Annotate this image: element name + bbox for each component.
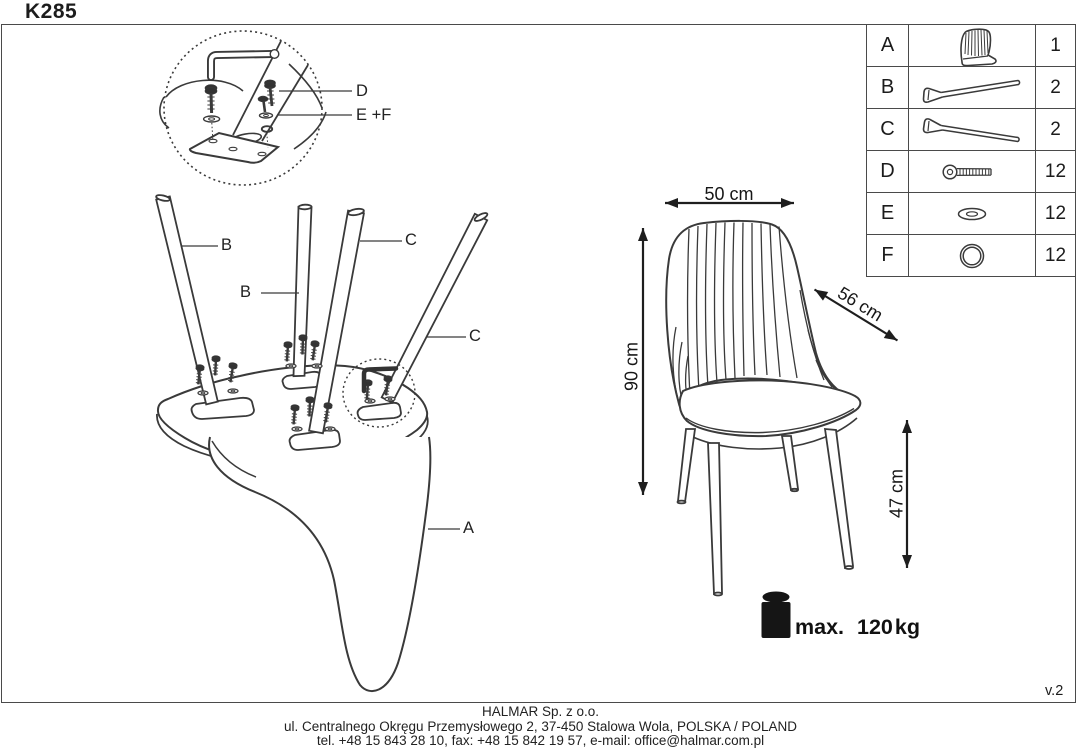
bolt-icon [204, 84, 218, 114]
weight-icon [761, 591, 791, 638]
parts-table-row-c: C 2 [867, 108, 1075, 150]
part-qty: 12 [1035, 235, 1075, 276]
detail-view [159, 30, 352, 186]
washer-icon [258, 112, 274, 119]
part-letter: E [867, 193, 909, 234]
bolt-icon [257, 95, 269, 113]
exploded-view [155, 194, 489, 693]
part-letter: C [867, 109, 909, 150]
side-view-chair [665, 219, 862, 597]
lock-ring-icon [260, 125, 274, 133]
footer: HALMAR Sp. z o.o. ul. Centralnego Okręgu… [0, 704, 1081, 749]
part-qty: 2 [1035, 67, 1075, 108]
dimension-arrows [638, 198, 912, 568]
chair-legs [155, 194, 489, 435]
parts-table-row-b: B 2 [867, 66, 1075, 108]
parts-table-row-f: F 12 [867, 234, 1075, 276]
height-dimension: 90 cm [621, 341, 642, 392]
seat-cushion [678, 379, 862, 438]
footer-contact: tel. +48 15 843 28 10, fax: +48 15 842 1… [316, 733, 765, 749]
part-qty: 12 [1035, 151, 1075, 192]
parts-table-row-e: E 12 [867, 192, 1075, 234]
page-title: K285 [25, 0, 78, 23]
backrest-shell [208, 436, 432, 693]
washer-icon [202, 115, 221, 123]
width-dimension: 50 cm [704, 184, 754, 204]
bolt-icon [909, 151, 1035, 192]
footer-address: ul. Centralnego Okręgu Przemysłowego 2, … [283, 718, 797, 734]
label-b2: B [240, 283, 252, 301]
parts-table-row-a: A 1 [867, 25, 1075, 66]
bolt-icon [264, 79, 276, 107]
label-d: D [356, 82, 368, 100]
detail-marker [342, 358, 416, 428]
part-qty: 1 [1035, 25, 1075, 66]
allen-key-icon [207, 49, 280, 81]
content-frame [1, 24, 1076, 703]
lock-ring-icon [909, 235, 1035, 276]
label-b1: B [221, 236, 233, 254]
label-c1: C [405, 231, 417, 249]
washer-icon [909, 193, 1035, 234]
label-a: A [463, 519, 475, 537]
seat-height-dimension: 47 cm [886, 468, 907, 519]
backrest-pleats [686, 222, 798, 397]
part-letter: B [867, 67, 909, 108]
chair-legs [676, 428, 854, 597]
max-load-label: max. [795, 615, 845, 639]
max-load-value: 120 [857, 615, 893, 639]
parts-table: A 1 B 2 C [866, 24, 1076, 277]
mounting-plate [188, 131, 281, 164]
leg-with-bracket-down-icon [909, 109, 1035, 150]
part-qty: 12 [1035, 193, 1075, 234]
label-c2: C [469, 327, 481, 345]
max-load-unit: kg [894, 615, 920, 639]
leg-with-bracket-up-icon [909, 67, 1035, 108]
label-ef: E +F [356, 106, 392, 124]
depth-arrow [813, 288, 899, 342]
allen-key-icon [361, 366, 399, 394]
parts-table-row-d: D 12 [867, 150, 1075, 192]
part-letter: A [867, 25, 909, 66]
part-letter: F [867, 235, 909, 276]
footer-company: HALMAR Sp. z o.o. [481, 704, 600, 719]
version-label: v.2 [1045, 683, 1064, 699]
part-letter: D [867, 151, 909, 192]
backrest [665, 219, 845, 407]
part-qty: 2 [1035, 109, 1075, 150]
wing-folds [672, 289, 839, 412]
seat-shell-icon [909, 25, 1035, 66]
